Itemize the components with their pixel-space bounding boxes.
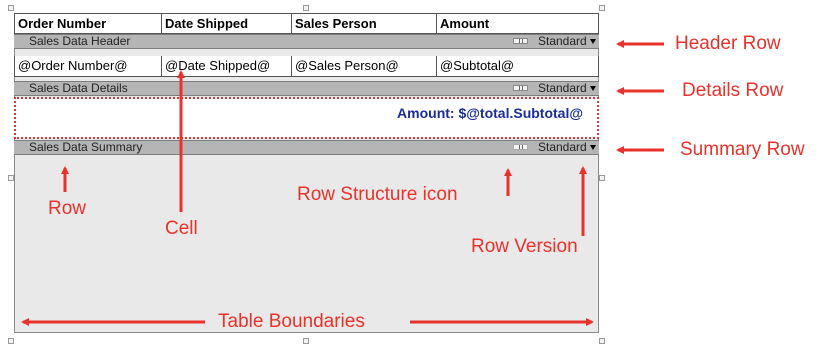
band-label: Sales Data Details bbox=[29, 81, 128, 95]
resize-handle-top-right[interactable] bbox=[599, 5, 605, 11]
detail-cell-order-number[interactable]: @Order Number@ bbox=[14, 56, 162, 77]
band-sales-data-header[interactable]: Sales Data Header Standard bbox=[14, 34, 599, 49]
annotation-row-structure-icon: Row Structure icon bbox=[297, 184, 458, 205]
band-label: Sales Data Header bbox=[29, 34, 131, 48]
resize-handle-bottom-right[interactable] bbox=[599, 338, 605, 344]
header-cells-row: Order Number Date Shipped Sales Person A… bbox=[14, 13, 599, 34]
chevron-down-icon[interactable] bbox=[590, 39, 596, 44]
header-cell-order-number[interactable]: Order Number bbox=[14, 13, 162, 34]
detail-cell-subtotal[interactable]: @Subtotal@ bbox=[437, 56, 599, 77]
row-version-select[interactable]: Standard bbox=[538, 34, 587, 48]
chevron-down-icon[interactable] bbox=[590, 145, 596, 150]
row-structure-icon[interactable] bbox=[513, 38, 528, 44]
resize-handle-bottom-center[interactable] bbox=[303, 338, 309, 344]
resize-handle-middle-right[interactable] bbox=[599, 175, 605, 181]
band-label: Sales Data Summary bbox=[29, 140, 143, 154]
annotation-table-boundaries: Table Boundaries bbox=[218, 311, 365, 332]
row-structure-icon[interactable] bbox=[513, 85, 528, 91]
band-sales-data-details[interactable]: Sales Data Details Standard bbox=[14, 81, 599, 96]
resize-handle-top-center[interactable] bbox=[303, 5, 309, 11]
row-structure-icon[interactable] bbox=[513, 144, 528, 150]
annotation-header-row: Header Row bbox=[675, 33, 781, 54]
resize-handle-top-left[interactable] bbox=[8, 5, 14, 11]
detail-cell-sales-person[interactable]: @Sales Person@ bbox=[292, 56, 437, 77]
row-version-select[interactable]: Standard bbox=[538, 140, 587, 154]
annotation-cell: Cell bbox=[165, 218, 198, 239]
annotation-row: Row bbox=[48, 198, 87, 219]
detail-cell-date-shipped[interactable]: @Date Shipped@ bbox=[162, 56, 292, 77]
band-sales-data-summary[interactable]: Sales Data Summary Standard bbox=[14, 140, 599, 155]
details-cells-row: @Order Number@ @Date Shipped@ @Sales Per… bbox=[14, 56, 599, 77]
chevron-down-icon[interactable] bbox=[590, 86, 596, 91]
header-cell-amount[interactable]: Amount bbox=[437, 13, 599, 34]
resize-handle-middle-left[interactable] bbox=[8, 175, 14, 181]
resize-handle-bottom-left[interactable] bbox=[8, 338, 14, 344]
header-cell-date-shipped[interactable]: Date Shipped bbox=[162, 13, 292, 34]
annotation-details-row: Details Row bbox=[682, 80, 784, 101]
annotation-row-version: Row Version bbox=[471, 236, 578, 257]
header-cell-sales-person[interactable]: Sales Person bbox=[292, 13, 437, 34]
row-version-select[interactable]: Standard bbox=[538, 81, 587, 95]
annotation-summary-row: Summary Row bbox=[680, 139, 805, 160]
summary-expression[interactable]: Amount: $@total.Subtotal@ bbox=[397, 105, 583, 121]
summary-row[interactable]: Amount: $@total.Subtotal@ bbox=[14, 97, 599, 139]
